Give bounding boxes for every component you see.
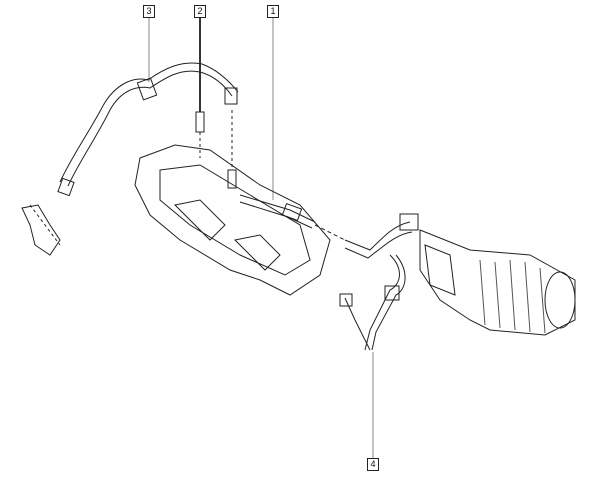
callout-3[interactable]: 3 [143,5,155,18]
cylinder-head-cover [134,110,331,296]
breather-hose [21,62,239,256]
bolt [195,111,205,158]
hose [339,213,419,351]
callout-2[interactable]: 2 [194,5,206,18]
oil-vapour-pipe [239,194,346,241]
callout-4[interactable]: 4 [367,458,379,471]
callout-1[interactable]: 1 [267,5,279,18]
air-intake-duct [419,229,576,336]
